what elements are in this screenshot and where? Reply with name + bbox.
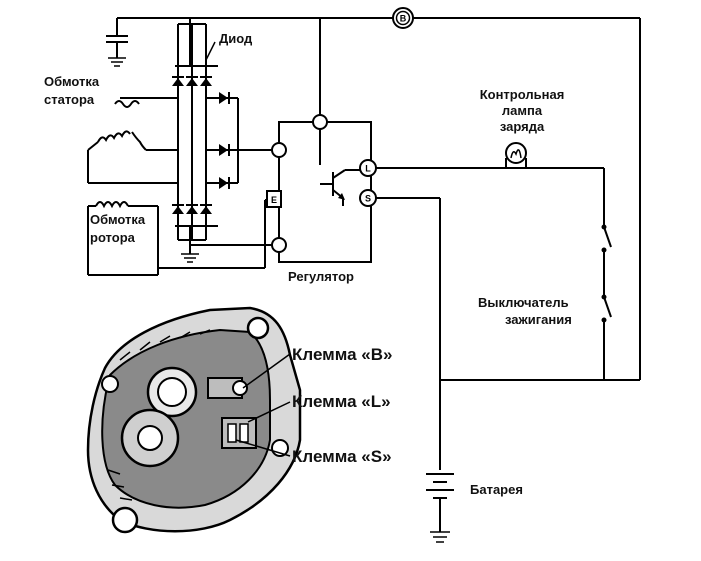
battery-circuit (376, 197, 441, 470)
lamp-label-line1: Контрольная (480, 87, 565, 102)
ground-symbol (181, 250, 199, 263)
regulator-terminal (271, 142, 287, 158)
b-terminal-bus (106, 17, 641, 380)
regulator-box (278, 18, 372, 263)
stator-label-line2: статора (44, 92, 95, 107)
diode-symbol (219, 92, 230, 189)
terminal-pointers (235, 353, 291, 457)
terminal-s-label: Клемма «S» (292, 447, 392, 466)
diode-symbol (172, 76, 212, 86)
regulator-terminal (312, 114, 328, 130)
stator-winding (87, 97, 178, 184)
alternator-illustration (86, 306, 302, 534)
diode-label: Диод (219, 31, 253, 46)
ignition-switch-label-line1: Выключатель (478, 295, 569, 310)
battery-label: Батарея (470, 482, 523, 497)
lamp-label-line2: лампа (502, 103, 543, 118)
terminal-l: L (359, 159, 377, 177)
ignition-switch-label-line2: зажигания (505, 312, 572, 327)
charge-lamp-icon (505, 142, 530, 169)
b-terminal-circle: B (392, 7, 414, 29)
ignition-switch-icon (601, 224, 612, 323)
diode-symbol (172, 204, 212, 214)
terminal-e-letter: E (271, 195, 277, 205)
battery-icon (426, 473, 454, 543)
charge-lamp-circuit (376, 167, 605, 380)
stator-label-line1: Обмотка (44, 74, 100, 89)
regulator-label: Регулятор (288, 269, 354, 284)
terminal-s-letter: S (365, 194, 371, 204)
terminal-l-label: Клемма «L» (292, 392, 391, 411)
terminal-b-label: Клемма «B» (292, 345, 392, 364)
terminal-s: S (359, 189, 377, 207)
rectifier-bridge (172, 18, 278, 250)
lamp-label-line3: заряда (500, 119, 545, 134)
regulator-terminal (271, 237, 287, 253)
terminal-l-letter: L (365, 164, 371, 174)
terminal-b-letter: B (400, 14, 407, 24)
rotor-winding (87, 199, 270, 276)
rotor-label-line2: ротора (90, 230, 136, 245)
terminal-e: E (266, 190, 282, 208)
rotor-label-line1: Обмотка (90, 212, 146, 227)
